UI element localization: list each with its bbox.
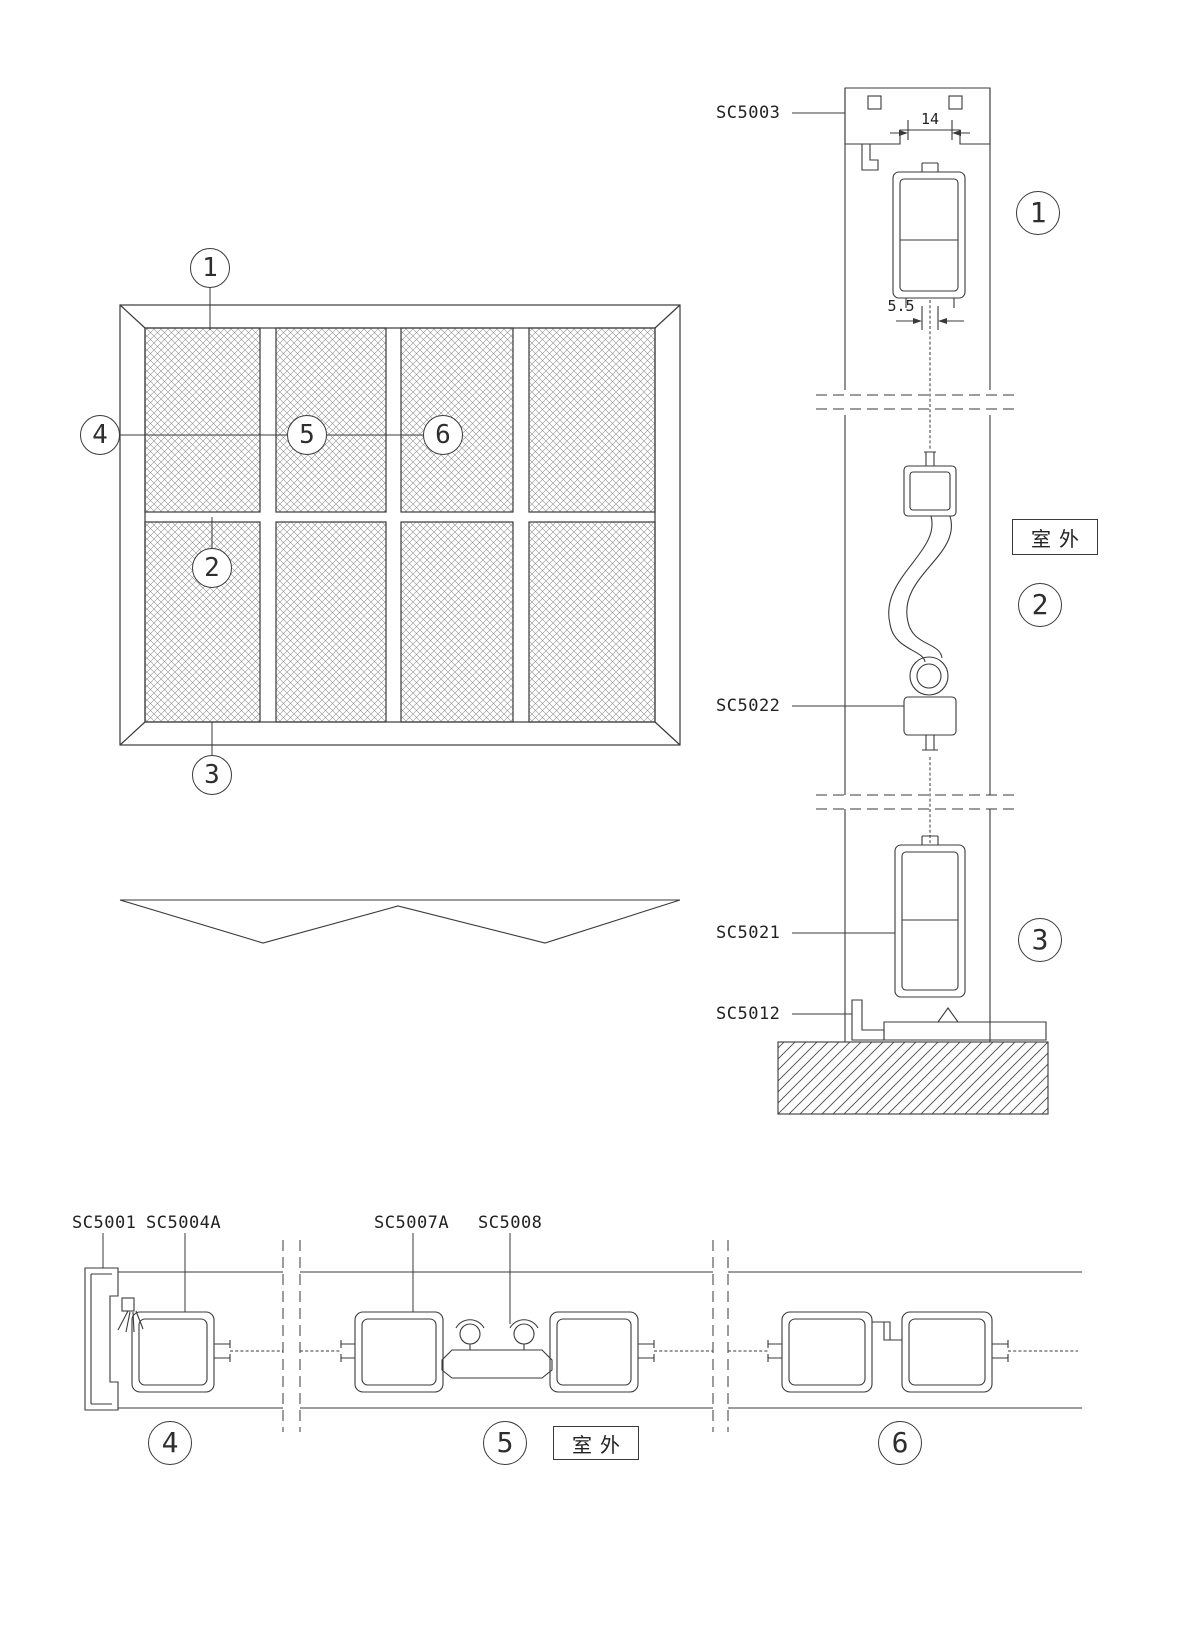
section-bubble-5: 5 bbox=[483, 1421, 527, 1465]
label-sc5022: SC5022 bbox=[716, 696, 781, 716]
profile-sc5003-shape bbox=[844, 87, 991, 171]
elevation-view bbox=[119, 304, 681, 746]
sash-box-section6-left bbox=[767, 1311, 873, 1393]
dim-55-graphics bbox=[896, 306, 964, 330]
callout-5: 5 bbox=[287, 415, 327, 455]
callout-2-number: 2 bbox=[204, 553, 220, 583]
profile-sc5022-shape bbox=[888, 451, 957, 751]
section-bubble-1: 1 bbox=[1016, 191, 1060, 235]
callout-4-number: 4 bbox=[92, 420, 108, 450]
profile-sc5001-shape bbox=[84, 1267, 119, 1411]
section-1-number: 1 bbox=[1029, 196, 1047, 229]
outdoor-box-horizontal: 室外 bbox=[553, 1426, 639, 1460]
break-lines-vertical-section bbox=[816, 394, 1014, 810]
sash-box-section6-right bbox=[901, 1311, 1009, 1393]
callout-3: 3 bbox=[192, 755, 232, 795]
outdoor-box-vertical: 室外 bbox=[1012, 519, 1098, 555]
callout-leaders bbox=[120, 288, 423, 755]
profile-sc5008-shape bbox=[441, 1319, 553, 1379]
section-6-number: 6 bbox=[891, 1426, 909, 1459]
label-sc5012: SC5012 bbox=[716, 1004, 781, 1024]
section-bubble-3: 3 bbox=[1018, 918, 1062, 962]
section-3-number: 3 bbox=[1031, 923, 1049, 956]
label-sc5008: SC5008 bbox=[478, 1213, 543, 1233]
break-lines-horizontal-section bbox=[282, 1240, 729, 1432]
mesh-panels bbox=[144, 327, 656, 723]
section-bubble-4: 4 bbox=[148, 1421, 192, 1465]
label-sc5007a: SC5007A bbox=[374, 1213, 450, 1233]
label-sc5001: SC5001 bbox=[72, 1213, 137, 1233]
top-sash-profile bbox=[892, 162, 966, 308]
callout-5-number: 5 bbox=[299, 420, 315, 450]
ground-hatch bbox=[777, 1041, 1049, 1115]
sash-box-section5-right bbox=[549, 1311, 655, 1393]
sash-box-section5-left bbox=[340, 1311, 444, 1393]
vertical-section bbox=[777, 87, 1049, 1115]
section-2-number: 2 bbox=[1031, 588, 1049, 621]
sash-box-section4 bbox=[131, 1311, 231, 1393]
section-4-number: 4 bbox=[161, 1426, 179, 1459]
callout-6-number: 6 bbox=[435, 420, 451, 450]
label-sc5004a: SC5004A bbox=[146, 1213, 222, 1233]
dim-5-5: 5.5 bbox=[887, 297, 915, 315]
callout-6: 6 bbox=[423, 415, 463, 455]
callout-1: 1 bbox=[190, 248, 230, 288]
section-5-number: 5 bbox=[496, 1426, 514, 1459]
callout-4: 4 bbox=[80, 415, 120, 455]
dim-14: 14 bbox=[920, 110, 940, 128]
plan-view-opening-indicator bbox=[119, 899, 681, 944]
section-bubble-2: 2 bbox=[1018, 583, 1062, 627]
section-bubble-6: 6 bbox=[878, 1421, 922, 1465]
profile-sc5012-shape bbox=[851, 999, 1047, 1041]
label-sc5021: SC5021 bbox=[716, 923, 781, 943]
label-leaders bbox=[102, 112, 904, 1324]
profile-sc5004a-shape bbox=[117, 1297, 144, 1333]
label-sc5003: SC5003 bbox=[716, 103, 781, 123]
callout-2: 2 bbox=[192, 548, 232, 588]
horizontal-section bbox=[84, 1240, 1082, 1432]
callout-1-number: 1 bbox=[202, 253, 218, 283]
interlock-hooks bbox=[872, 1321, 902, 1341]
dim-14-graphics bbox=[890, 120, 970, 140]
callout-3-number: 3 bbox=[204, 760, 220, 790]
profile-sc5021-shape bbox=[894, 835, 966, 998]
